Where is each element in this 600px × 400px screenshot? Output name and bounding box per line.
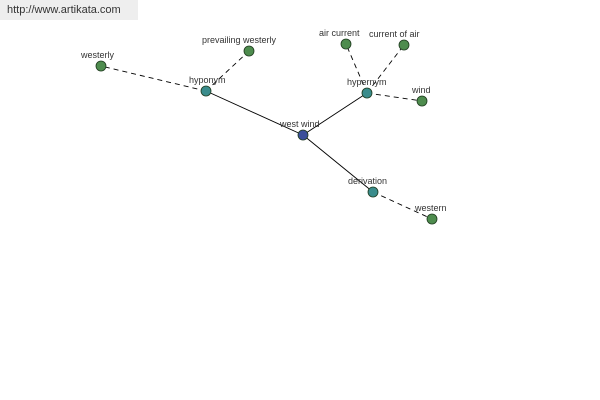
node-label-western: western (414, 203, 447, 213)
node-hyponym[interactable] (200, 85, 212, 97)
node-western[interactable] (426, 213, 438, 225)
node-westerly[interactable] (95, 60, 107, 72)
node-label-hyponym: hyponym (189, 75, 226, 85)
watermark-url: http://www.artikata.com (0, 0, 138, 20)
node-label-westerly: westerly (80, 50, 115, 60)
edge-west-wind-derivation (302, 134, 374, 193)
edge-west-wind-hyponym (205, 90, 304, 136)
node-label-prevailing-westerly: prevailing westerly (202, 35, 277, 45)
node-air-current[interactable] (340, 38, 352, 50)
edge-hypernym-current-of-air (366, 44, 405, 94)
node-current-of-air[interactable] (398, 39, 410, 51)
edge-hypernym-wind (366, 92, 423, 102)
node-derivation[interactable] (367, 186, 379, 198)
edge-west-wind-hypernym (302, 92, 368, 136)
node-label-derivation: derivation (348, 176, 387, 186)
node-prevailing-westerly[interactable] (243, 45, 255, 57)
node-label-west-wind: west wind (279, 119, 320, 129)
labels-layer: west wind hyponym hypernym derivation wester… (80, 28, 447, 213)
node-label-air-current: air current (319, 28, 360, 38)
node-label-current-of-air: current of air (369, 29, 420, 39)
edges-layer (100, 43, 433, 220)
node-hypernym[interactable] (361, 87, 373, 99)
edge-hyponym-prevailing-westerly (205, 50, 250, 92)
edge-derivation-western (372, 191, 433, 220)
nodes-layer (95, 38, 438, 225)
node-west-wind[interactable] (297, 129, 309, 141)
node-label-hypernym: hypernym (347, 77, 387, 87)
node-label-wind: wind (411, 85, 431, 95)
node-wind[interactable] (416, 95, 428, 107)
